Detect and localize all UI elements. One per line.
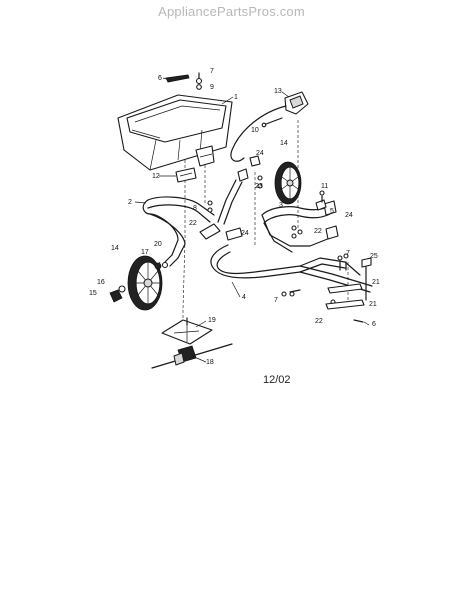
connector-tubes bbox=[199, 155, 263, 241]
bracket-12 bbox=[175, 167, 197, 183]
callout-22-right: 22 bbox=[314, 228, 322, 235]
callout-14-left: 14 bbox=[111, 245, 119, 252]
callout-4: 4 bbox=[242, 294, 246, 301]
callout-14-right: 14 bbox=[280, 140, 288, 147]
callout-16: 16 bbox=[97, 279, 105, 286]
callout-21-bottom: 21 bbox=[369, 301, 377, 308]
callout-19: 19 bbox=[208, 317, 216, 324]
callout-7-bottom: 7 bbox=[274, 297, 278, 304]
callout-22-left: 22 bbox=[189, 220, 197, 227]
left-wheel bbox=[127, 255, 163, 311]
callout-20: 20 bbox=[154, 241, 162, 248]
frame-tube-3 bbox=[261, 199, 337, 253]
callout-labels: 1 2 3 4 5 6 6 7 7 7 8 9 10 11 12 13 14 1… bbox=[89, 68, 380, 366]
callout-2: 2 bbox=[128, 199, 132, 206]
watermark: AppliancePartsPros.com bbox=[158, 4, 305, 19]
callout-5: 5 bbox=[330, 208, 334, 215]
callout-11: 11 bbox=[321, 183, 328, 190]
callout-6-bottom: 6 bbox=[372, 321, 376, 328]
callout-10: 10 bbox=[251, 127, 259, 134]
control-box bbox=[230, 91, 309, 162]
callout-7-top: 7 bbox=[210, 68, 214, 75]
leader-lines bbox=[134, 77, 370, 363]
callout-23: 23 bbox=[255, 183, 263, 190]
callout-7-right: 7 bbox=[346, 250, 350, 257]
callout-3: 3 bbox=[279, 202, 283, 209]
callout-24-right: 24 bbox=[345, 212, 353, 219]
callout-8: 8 bbox=[193, 205, 197, 212]
callout-9: 9 bbox=[210, 84, 214, 91]
handle-tube-4 bbox=[210, 244, 373, 293]
callout-12: 12 bbox=[152, 173, 160, 180]
callout-22-bottom: 22 bbox=[315, 318, 323, 325]
callout-24-top: 24 bbox=[256, 150, 264, 157]
callout-15: 15 bbox=[89, 290, 97, 297]
callout-25: 25 bbox=[370, 253, 378, 260]
spinner bbox=[161, 317, 213, 345]
hopper bbox=[117, 94, 233, 171]
callout-24-middle: 24 bbox=[241, 230, 249, 237]
right-fittings bbox=[291, 190, 339, 240]
right-wheel bbox=[274, 161, 302, 205]
callout-21-top: 21 bbox=[372, 279, 380, 286]
callout-17: 17 bbox=[141, 249, 149, 256]
callout-18: 18 bbox=[206, 359, 214, 366]
axle-washers bbox=[154, 261, 169, 270]
lower-fasteners bbox=[281, 253, 349, 309]
top-lever-assembly bbox=[165, 72, 203, 90]
callout-6-top: 6 bbox=[158, 75, 162, 82]
frame-tube-2 bbox=[142, 196, 215, 267]
hub-cap bbox=[109, 285, 126, 303]
callout-1: 1 bbox=[234, 94, 238, 101]
callout-13: 13 bbox=[274, 88, 282, 95]
date-code: 12/02 bbox=[263, 374, 291, 386]
rear-bracket bbox=[325, 257, 372, 323]
